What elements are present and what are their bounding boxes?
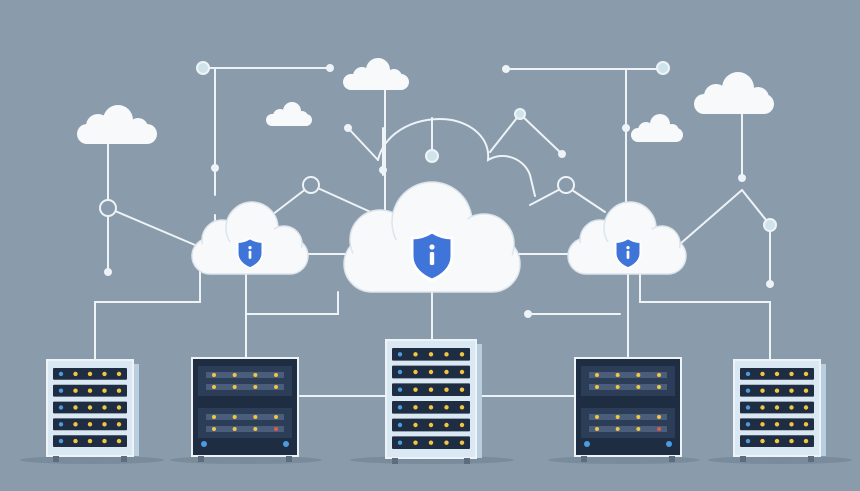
cloud-icon [694, 72, 774, 114]
security-cloud-right [567, 201, 687, 275]
network-nodes [99, 61, 777, 318]
server-rack-icon [46, 359, 139, 462]
cloud-icon [631, 114, 683, 142]
security-shield-icon [410, 230, 454, 282]
security-shield-icon [236, 237, 264, 270]
server-rack-icon [733, 359, 826, 462]
security-cloud-center [343, 181, 521, 293]
cloud-icon [77, 105, 157, 144]
server-rack-icon [385, 339, 482, 464]
cloud-icon [266, 102, 312, 126]
security-cloud-left [191, 201, 309, 275]
server-rack-icon [191, 357, 299, 462]
decorative-clouds [77, 58, 774, 144]
cloud-icon [343, 58, 409, 90]
server-racks [46, 339, 826, 464]
security-shield-icon [614, 237, 642, 270]
server-rack-icon [574, 357, 682, 462]
